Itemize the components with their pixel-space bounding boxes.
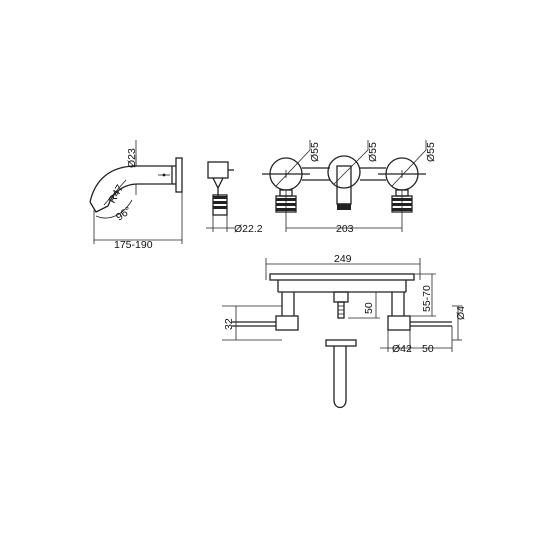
spout-lower-curve: [107, 183, 172, 207]
spout-front: [336, 165, 352, 205]
left-valve-handle: [275, 315, 299, 331]
handle-right-diameter-label: Ø55: [425, 142, 437, 162]
spout-radius-label: R47: [106, 183, 126, 206]
lever-diameter-label: Ø4: [455, 306, 467, 320]
valve-height-label: 50: [363, 302, 375, 314]
spout-upper-curve: [89, 165, 172, 203]
spout-tip: [89, 201, 109, 213]
plan-view: 249 32 50: [222, 253, 467, 409]
spout-plan: [333, 346, 347, 409]
spout-plate: [327, 155, 361, 189]
handle-left-diameter-label: Ø55: [309, 142, 321, 162]
wall-depth-label: 55-70: [421, 285, 433, 312]
valve-diameter-label: Ø42: [392, 343, 412, 355]
handle-centers-label: 203: [336, 223, 354, 235]
spout-plate-diameter-label: Ø55: [367, 142, 379, 162]
lever-length-label: 50: [422, 343, 434, 355]
wall-plate: [175, 157, 183, 193]
side-view: Ø23 R47 96° 175-190 Ø22.2: [89, 140, 263, 251]
spout-angle-label: 96°: [114, 205, 134, 224]
right-valve-handle: [387, 315, 411, 331]
front-view: Ø55 Ø55 Ø55 203: [262, 140, 437, 235]
body-diameter-label: Ø22.2: [234, 223, 263, 235]
lever-offset-label: 32: [223, 318, 235, 330]
spout-diameter-label: Ø23: [126, 148, 138, 168]
spout-projection-label: 175-190: [114, 239, 153, 251]
overall-width-label: 249: [334, 253, 352, 265]
backplate: [269, 273, 415, 281]
spout-base: [325, 339, 357, 347]
valve-body-side: [207, 161, 234, 216]
